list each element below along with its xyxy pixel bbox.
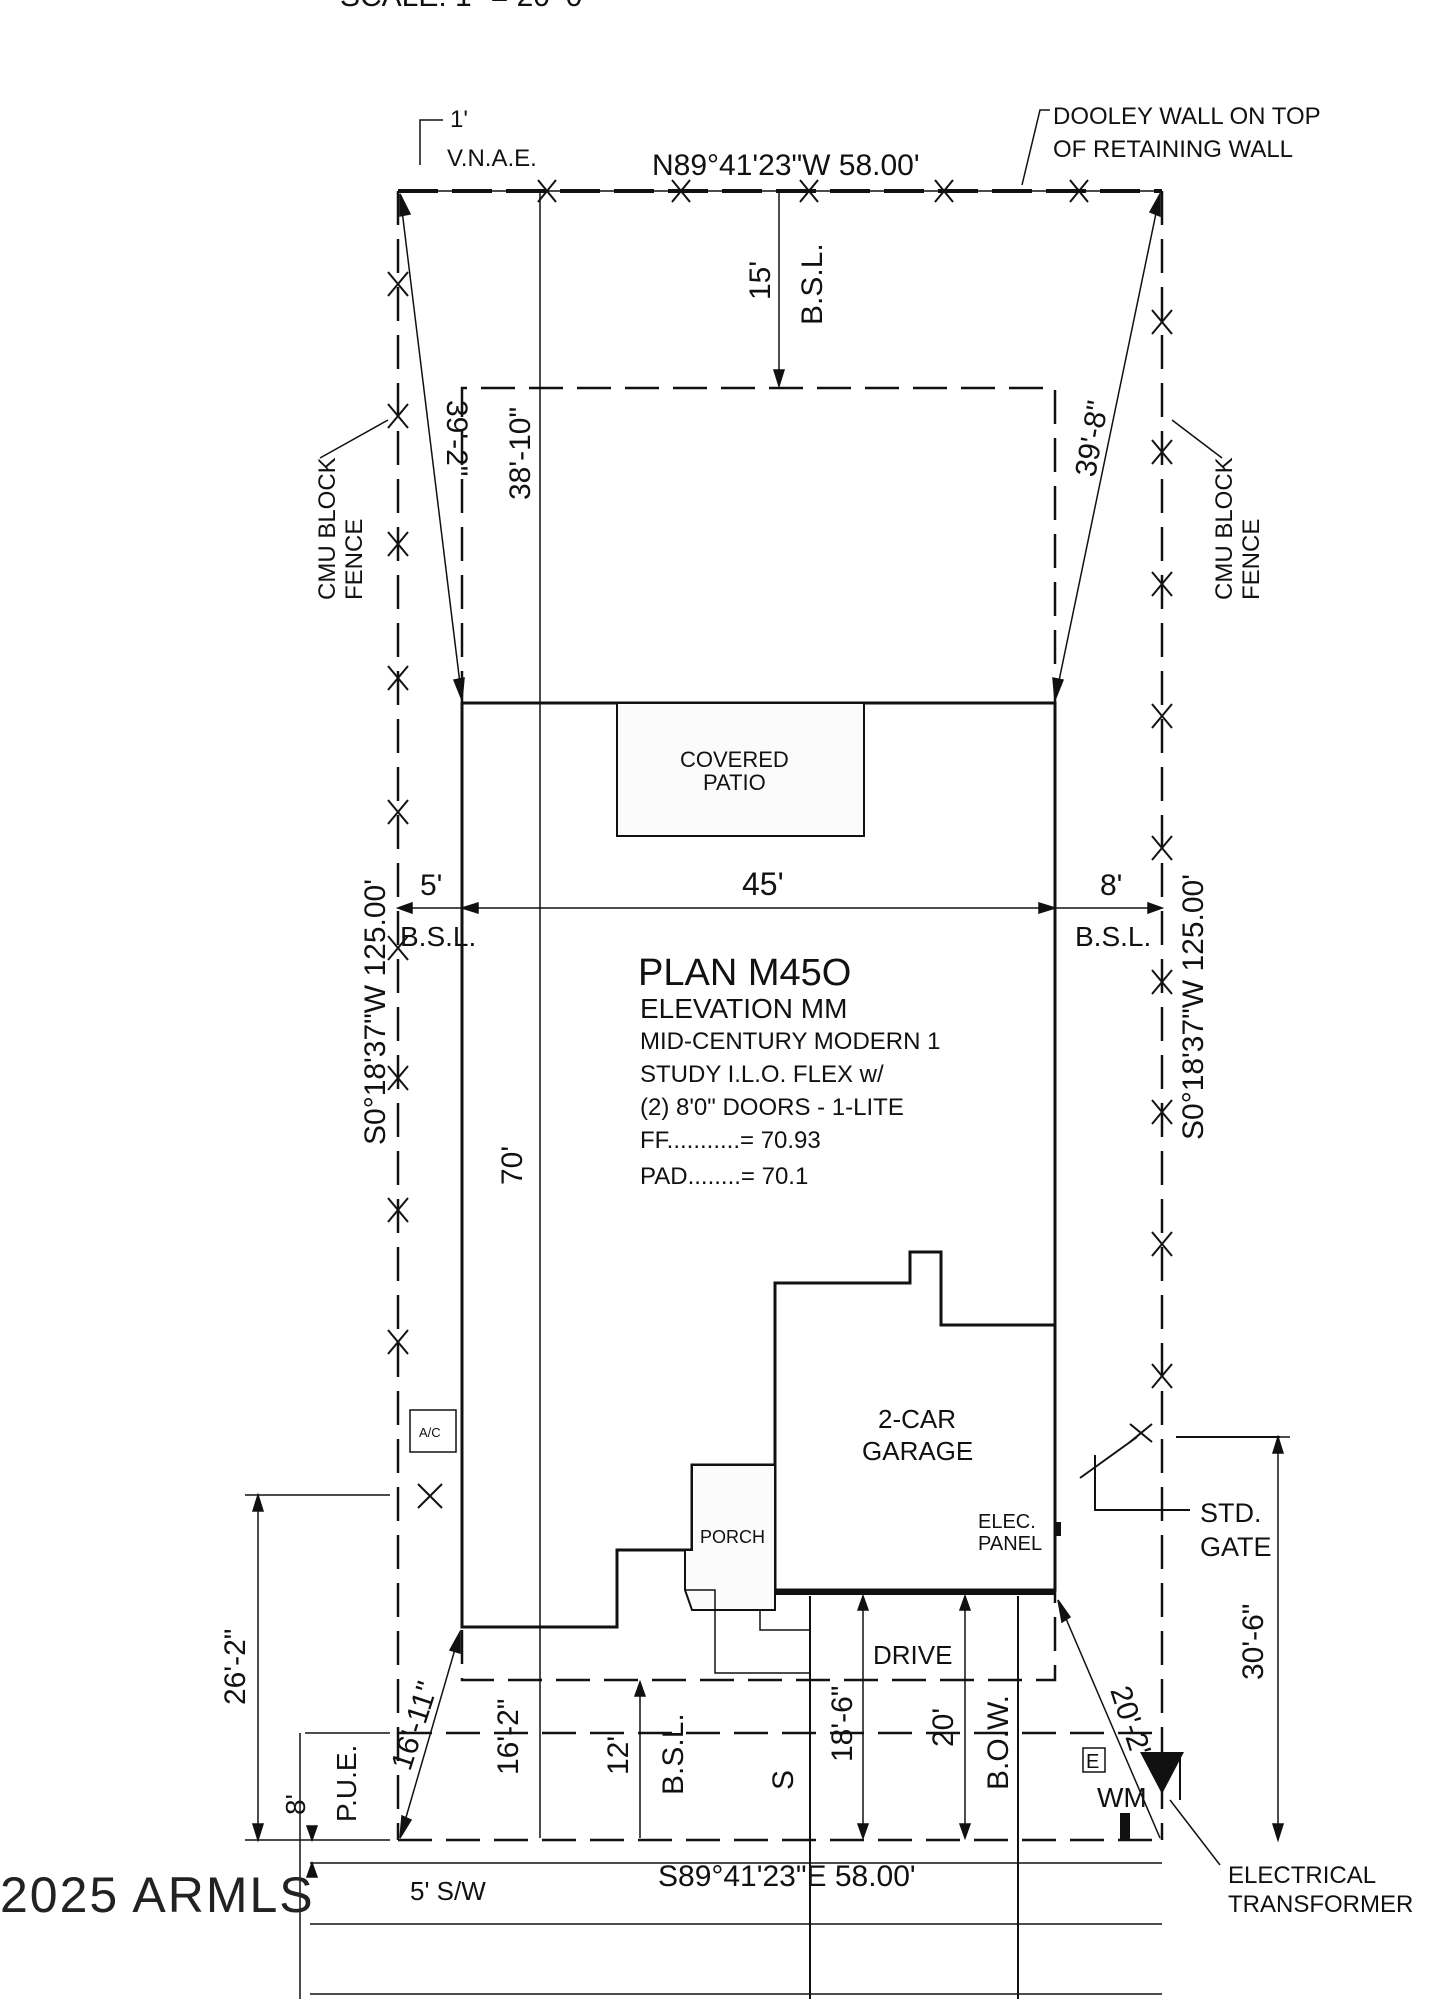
dooley-wall-label-1: DOOLEY WALL ON TOP xyxy=(1053,103,1321,130)
transformer-label-1: ELECTRICAL xyxy=(1228,1862,1376,1889)
width-dim: 45' xyxy=(742,866,784,902)
plan-option-1: STUDY I.L.O. FLEX w/ xyxy=(640,1061,884,1088)
front-bearing: S89°41'23"E 58.00' xyxy=(658,1860,916,1893)
cmu-left-2: FENCE xyxy=(341,519,368,600)
left-diag-top-dim: 39'-2" xyxy=(440,400,473,476)
ac-unit xyxy=(409,1409,457,1453)
cmu-left-1: CMU BLOCK xyxy=(314,457,341,600)
right-bsl: B.S.L. xyxy=(1075,921,1151,952)
scale-note: SCALE: 1" = 20'-0" xyxy=(340,0,593,13)
pue-label: P.U.E. xyxy=(331,1745,362,1822)
property-boundary xyxy=(396,189,1164,1842)
front-bsl: B.S.L. xyxy=(657,1713,690,1795)
right-30-dim: 30'-6" xyxy=(1237,1604,1270,1680)
garage-label-1: 2-CAR xyxy=(878,1404,956,1434)
drive-18-dim: 18'-6" xyxy=(826,1686,859,1762)
plan-pad: PAD........= 70.1 xyxy=(640,1163,808,1190)
vnae-dimension: 1' xyxy=(450,106,468,133)
right-side-dim: 8' xyxy=(1100,869,1122,902)
covered-patio-label-1: COVERED xyxy=(680,747,789,772)
fence-markers xyxy=(387,179,1173,1509)
e-box-label: E xyxy=(1086,1751,1099,1773)
wm-label: WM xyxy=(1097,1782,1147,1813)
house-depth-dim: 70' xyxy=(496,1146,529,1185)
plan-style: MID-CENTURY MODERN 1 xyxy=(640,1028,940,1055)
front-16-dim: 16'-2" xyxy=(492,1699,525,1775)
drive-label: DRIVE xyxy=(873,1640,952,1670)
watermark: 2025 ARMLS xyxy=(0,1867,315,1923)
left-side-dim: 5' xyxy=(420,869,442,902)
depth-top-dim: 38'-10" xyxy=(504,407,537,500)
transformer-symbol xyxy=(1082,1747,1221,1866)
std-gate-label-2: GATE xyxy=(1200,1532,1272,1562)
left-diag-bottom-dim: 16'-11" xyxy=(385,1678,444,1775)
cmu-right-2: FENCE xyxy=(1238,519,1265,600)
porch-label: PORCH xyxy=(700,1527,765,1547)
left-26-dim: 26'-2" xyxy=(219,1629,252,1705)
vnae-label: V.N.A.E. xyxy=(447,145,537,172)
covered-patio-label-2: PATIO xyxy=(703,770,766,795)
garage-label-2: GARAGE xyxy=(862,1436,973,1466)
s-label: S xyxy=(767,1770,800,1790)
dimension-lines xyxy=(245,109,1290,1999)
ac-label: A/C xyxy=(419,1425,441,1440)
elec-panel-label-1: ELEC. xyxy=(978,1511,1036,1533)
left-bearing: S0°18'37"W 125.00' xyxy=(359,879,392,1145)
plan-title: PLAN M45O xyxy=(638,952,851,994)
rear-setback-dim: 15' xyxy=(744,261,777,300)
covered-patio xyxy=(616,702,865,837)
rear-bsl: B.S.L. xyxy=(796,243,829,325)
sidewalk xyxy=(310,1862,1162,1995)
building-envelope-rear xyxy=(460,386,1057,705)
left-bsl: B.S.L. xyxy=(400,921,476,952)
text-labels: 1' V.N.A.E. N89°41'23"W 58.00' DOOLEY WA… xyxy=(0,103,1413,1923)
cmu-right-1: CMU BLOCK xyxy=(1211,457,1238,600)
front-12-dim: 12' xyxy=(602,1736,635,1775)
plan-elevation: ELEVATION MM xyxy=(640,993,847,1024)
right-bearing: S0°18'37"W 125.00' xyxy=(1177,874,1210,1140)
bow-label: B.O.W. xyxy=(982,1695,1015,1790)
dooley-wall-label-2: OF RETAINING WALL xyxy=(1053,136,1293,163)
rear-bearing: N89°41'23"W 58.00' xyxy=(652,149,920,182)
diagonal-dimensions xyxy=(399,191,1161,1839)
driveway xyxy=(809,1596,1019,1999)
house-footprint xyxy=(460,701,1061,1674)
std-gate-label-1: STD. xyxy=(1200,1498,1262,1528)
pue-8-dim: 8' xyxy=(280,1794,311,1815)
drive-20-dim: 20' xyxy=(927,1708,960,1747)
transformer-label-2: TRANSFORMER xyxy=(1228,1891,1413,1918)
sidewalk-label: 5' S/W xyxy=(410,1876,486,1906)
porch xyxy=(684,1464,776,1611)
plan-option-2: (2) 8'0" DOORS - 1-LITE xyxy=(640,1094,904,1121)
elec-panel-label-2: PANEL xyxy=(978,1533,1042,1555)
plan-ff: FF...........= 70.93 xyxy=(640,1127,821,1154)
right-diag-top-dim: 39'-8" xyxy=(1069,398,1115,479)
